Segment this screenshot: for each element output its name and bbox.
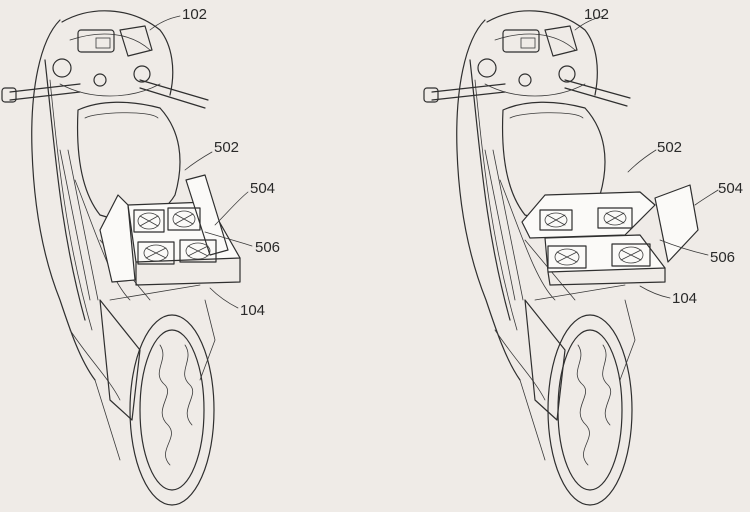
fan-right-1 bbox=[539, 209, 573, 231]
fan-left-3 bbox=[137, 241, 175, 265]
label-right-104: 104 bbox=[672, 290, 697, 307]
figure-right: 102 502 504 506 104 bbox=[423, 6, 743, 506]
fan-right-3 bbox=[547, 245, 587, 269]
label-right-504: 504 bbox=[718, 180, 743, 197]
leader-right-506 bbox=[659, 239, 709, 256]
label-left-102: 102 bbox=[182, 6, 207, 23]
figure-left: 102 502 504 506 104 bbox=[1, 6, 280, 506]
fan-left-1 bbox=[133, 209, 165, 233]
label-left-502: 502 bbox=[214, 139, 239, 156]
label-left-506: 506 bbox=[255, 239, 280, 256]
leader-right-102 bbox=[574, 15, 605, 31]
leader-right-504 bbox=[694, 189, 719, 206]
leader-left-102 bbox=[149, 15, 181, 31]
leader-right-502 bbox=[627, 149, 657, 173]
fan-left-2 bbox=[167, 207, 201, 231]
leader-left-504 bbox=[214, 191, 249, 226]
motorcycle-right bbox=[423, 10, 636, 506]
leader-left-506 bbox=[204, 231, 253, 247]
leader-left-104 bbox=[209, 287, 239, 309]
fan-assembly-right bbox=[521, 184, 699, 286]
label-right-102: 102 bbox=[584, 6, 609, 23]
label-right-502: 502 bbox=[657, 139, 682, 156]
fan-left-4 bbox=[179, 239, 217, 263]
fan-right-2 bbox=[597, 207, 633, 229]
label-right-506: 506 bbox=[710, 249, 735, 266]
fan-right-4 bbox=[611, 243, 651, 267]
leader-left-502 bbox=[184, 151, 213, 171]
fan-assembly-left bbox=[99, 174, 241, 286]
leader-right-104 bbox=[639, 285, 671, 299]
label-left-504: 504 bbox=[250, 180, 275, 197]
label-left-104: 104 bbox=[240, 302, 265, 319]
